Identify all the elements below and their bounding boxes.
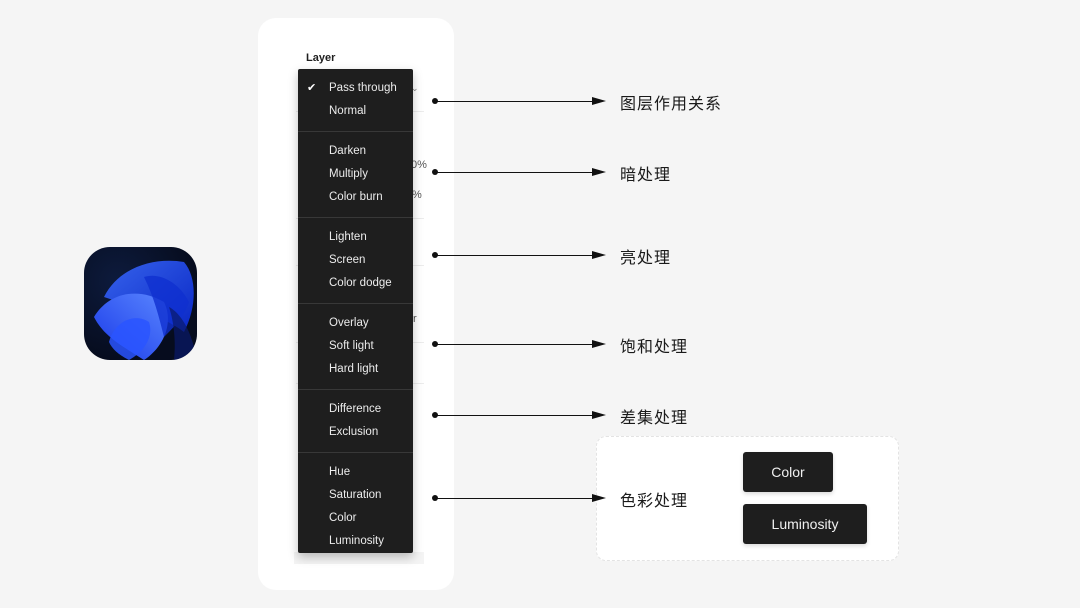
arrow-line — [435, 100, 595, 102]
menu-item-label: Hard light — [329, 363, 379, 375]
menu-item-label: Exclusion — [329, 426, 379, 438]
menu-item-normal[interactable]: Normal — [298, 100, 413, 123]
windows-bloom-icon — [94, 260, 197, 360]
menu-item-hue[interactable]: Hue — [298, 461, 413, 484]
menu-item-label: Normal — [329, 105, 367, 117]
annotation-layer-relation: 图层作用关系 — [620, 96, 723, 113]
menu-item-difference[interactable]: Difference — [298, 398, 413, 421]
arrow-line — [435, 343, 595, 345]
menu-item-label: Darken — [329, 145, 367, 157]
text-fragment: r — [413, 313, 417, 325]
menu-item-soft-light[interactable]: Soft light — [298, 335, 413, 358]
panel-title: Layer — [306, 52, 336, 64]
arrow-head-icon — [592, 97, 606, 105]
arrow-head-icon — [592, 340, 606, 348]
annotation-lighten: 亮处理 — [620, 250, 672, 267]
menu-group-component: Hue Saturation Color Luminosity — [298, 453, 413, 561]
menu-item-label: Overlay — [329, 317, 369, 329]
annotation-saturation: 饱和处理 — [620, 339, 689, 356]
arrow-head-icon — [592, 411, 606, 419]
menu-item-darken[interactable]: Darken — [298, 140, 413, 163]
menu-item-screen[interactable]: Screen — [298, 249, 413, 272]
menu-group-inversion: Difference Exclusion — [298, 390, 413, 453]
arrow-line — [435, 254, 595, 256]
menu-item-hard-light[interactable]: Hard light — [298, 358, 413, 381]
annotation-color: 色彩处理 — [620, 493, 689, 510]
annotation-darken: 暗处理 — [620, 167, 672, 184]
arrow-line — [435, 497, 595, 499]
arrow-head-icon — [592, 494, 606, 502]
menu-group-darken: Darken Multiply Color burn — [298, 132, 413, 218]
arrow-line — [435, 171, 595, 173]
menu-item-lighten[interactable]: Lighten — [298, 226, 413, 249]
opacity-value-fragment: 0% — [411, 159, 427, 171]
menu-item-color-burn[interactable]: Color burn — [298, 186, 413, 209]
menu-item-exclusion[interactable]: Exclusion — [298, 421, 413, 444]
menu-item-pass-through[interactable]: ✔ Pass through — [298, 77, 413, 100]
menu-item-label: Color — [329, 512, 357, 524]
menu-item-label: Multiply — [329, 168, 368, 180]
menu-item-label: Pass through — [329, 82, 397, 94]
menu-group-lighten: Lighten Screen Color dodge — [298, 218, 413, 304]
panel-footer — [294, 552, 424, 564]
menu-item-label: Screen — [329, 254, 366, 266]
annotation-difference: 差集处理 — [620, 410, 689, 427]
arrow-head-icon — [592, 251, 606, 259]
menu-group-normal: ✔ Pass through Normal — [298, 77, 413, 132]
menu-item-label: Hue — [329, 466, 351, 478]
menu-item-color-dodge[interactable]: Color dodge — [298, 272, 413, 295]
menu-item-color[interactable]: Color — [298, 507, 413, 530]
arrow-line — [435, 414, 595, 416]
menu-item-label: Color burn — [329, 191, 383, 203]
menu-item-label: Color dodge — [329, 277, 392, 289]
color-button[interactable]: Color — [743, 452, 833, 492]
menu-item-label: Soft light — [329, 340, 374, 352]
luminosity-button[interactable]: Luminosity — [743, 504, 867, 544]
app-icon — [84, 247, 197, 360]
menu-item-label: Difference — [329, 403, 382, 415]
menu-item-saturation[interactable]: Saturation — [298, 484, 413, 507]
menu-item-multiply[interactable]: Multiply — [298, 163, 413, 186]
percent-fragment: % — [412, 189, 422, 201]
chevron-down-icon[interactable]: ⌄ — [411, 83, 419, 93]
menu-item-label: Lighten — [329, 231, 367, 243]
menu-group-contrast: Overlay Soft light Hard light — [298, 304, 413, 390]
menu-item-label: Saturation — [329, 489, 382, 501]
blend-mode-menu: ✔ Pass through Normal Darken Multiply Co… — [298, 69, 413, 553]
arrow-head-icon — [592, 168, 606, 176]
menu-item-label: Luminosity — [329, 535, 384, 547]
checkmark-icon: ✔ — [307, 82, 317, 94]
menu-item-luminosity[interactable]: Luminosity — [298, 530, 413, 553]
menu-item-overlay[interactable]: Overlay — [298, 312, 413, 335]
